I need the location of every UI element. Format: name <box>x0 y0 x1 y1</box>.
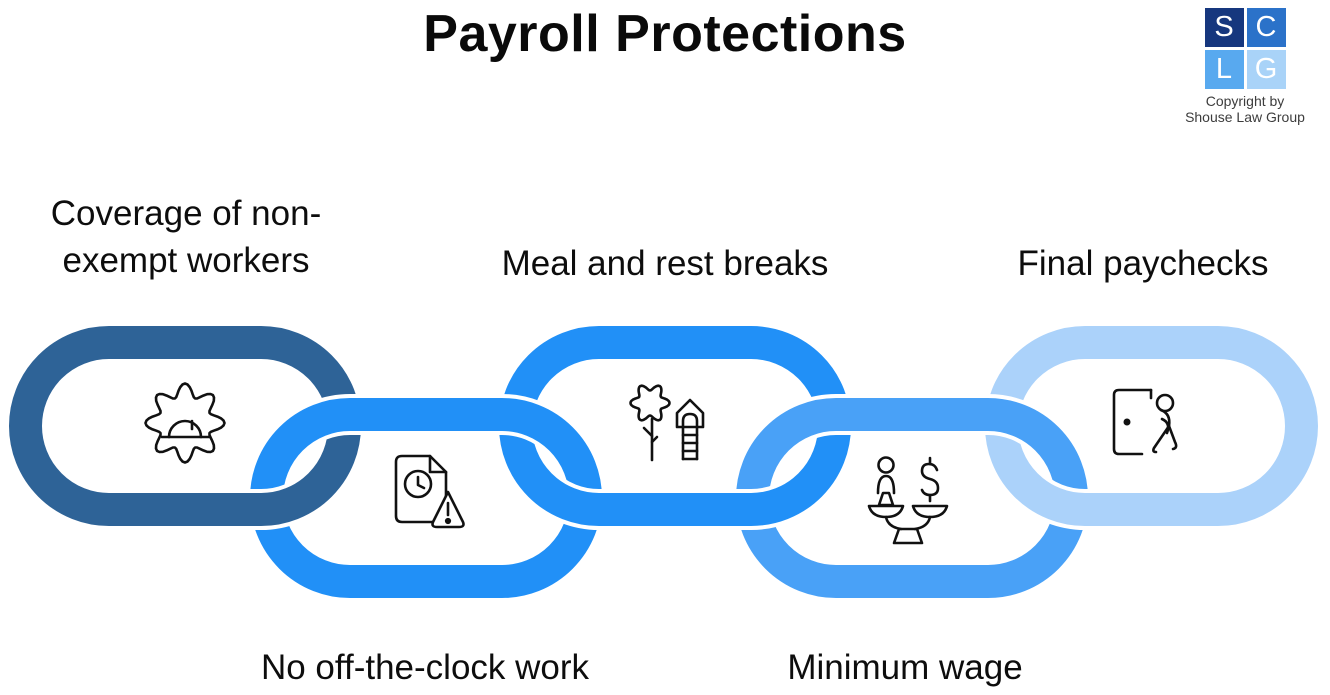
chain-link-coverage-overlap <box>239 478 352 530</box>
wage-scale-icon <box>867 456 949 545</box>
label-coverage: Coverage of non- exempt workers <box>51 190 321 284</box>
label-off-the-clock: No off-the-clock work <box>260 648 590 687</box>
logo-grid: S C L G <box>1204 8 1286 89</box>
tree-playground-icon <box>629 384 705 462</box>
chain-link-breaks-overlap <box>508 478 613 530</box>
label-minimum-wage: Minimum wage <box>787 648 1023 687</box>
label-coverage-line2: exempt workers <box>62 241 310 280</box>
logo-square-s: S <box>1204 8 1244 47</box>
chain-link-final-paychecks-overlap <box>994 478 1099 530</box>
copyright-line-1: Copyright by <box>1205 93 1285 109</box>
label-final-paychecks: Final paychecks <box>1017 244 1269 283</box>
label-breaks: Meal and rest breaks <box>501 244 829 283</box>
sclg-logo: S C L G Copyright by Shouse Law Group <box>1165 8 1325 125</box>
copyright-text: Copyright by Shouse Law Group <box>1165 93 1325 125</box>
chain-link-final-paychecks <box>981 322 1322 530</box>
logo-square-l: L <box>1204 50 1244 89</box>
copyright-line-2: Shouse Law Group <box>1185 109 1305 125</box>
hardhat-gear-icon <box>144 382 226 464</box>
label-coverage-line1: Coverage of non- <box>50 194 322 233</box>
chain-link-minimum-wage <box>732 394 1092 602</box>
chain-link-breaks-overlap <box>725 478 840 530</box>
logo-square-g: G <box>1246 50 1286 89</box>
timesheet-warning-icon <box>394 454 465 529</box>
chain-link-off-the-clock <box>246 394 606 602</box>
logo-square-c: C <box>1246 8 1286 47</box>
page-title: Payroll Protections <box>423 5 907 63</box>
door-exit-icon <box>1112 388 1178 456</box>
